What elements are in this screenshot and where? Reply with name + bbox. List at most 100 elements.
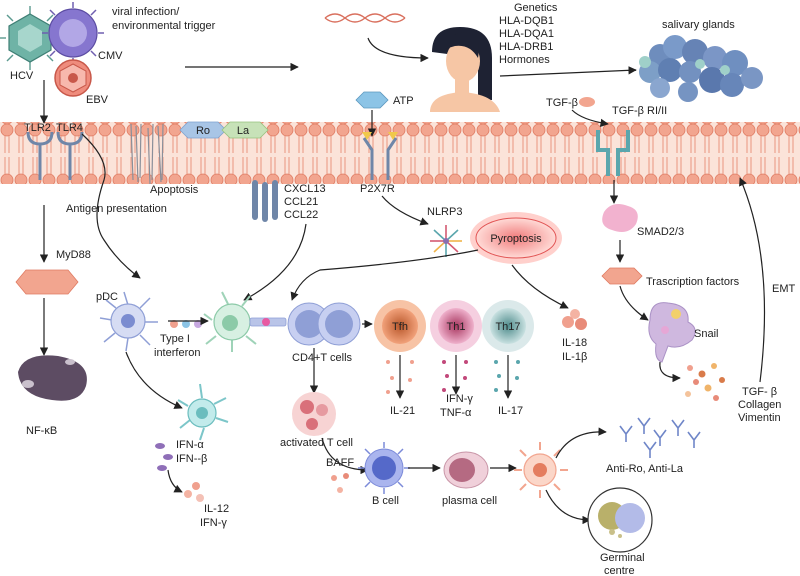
hcv-label: HCV bbox=[10, 70, 34, 82]
tgfb-receptor-icon bbox=[596, 130, 630, 176]
hcv-virus-icon bbox=[0, 6, 61, 70]
ccl22-label: CCL22 bbox=[284, 209, 318, 221]
antigen-presentation-label: Antigen presentation bbox=[66, 203, 167, 215]
tlr4-label: TLR4 bbox=[56, 122, 83, 134]
plasma-cell-label: plasma cell bbox=[442, 495, 497, 507]
to-antibodies-arrow bbox=[555, 427, 607, 459]
cmv-label: CMV bbox=[98, 50, 123, 62]
hla-dqa1-label: HLA-DQA1 bbox=[499, 28, 554, 40]
genetics-label: Genetics bbox=[514, 2, 558, 14]
transcription-factor-icon bbox=[601, 267, 643, 285]
ro-label: Ro bbox=[196, 125, 210, 137]
pyroptosis-to-il18-arrow bbox=[511, 264, 569, 309]
snail-protein-icon bbox=[648, 302, 696, 363]
il17-label: IL-17 bbox=[498, 405, 523, 417]
tfh-label: Tfh bbox=[392, 321, 408, 333]
atp-binding-icon bbox=[362, 132, 372, 140]
hormones-label: Hormones bbox=[499, 54, 550, 66]
b-cell-label: B cell bbox=[372, 495, 399, 507]
la-label: La bbox=[237, 125, 250, 137]
activated-pdc-icon bbox=[177, 383, 229, 441]
germinal-label-2: centre bbox=[604, 565, 635, 576]
germinal-centre-icon bbox=[587, 487, 653, 553]
tnfa-label: TNF-α bbox=[440, 407, 472, 419]
tgfb-out-label: TGF- β bbox=[742, 386, 777, 398]
th1-dots-icon bbox=[442, 360, 468, 392]
cd4-t-cells-icon bbox=[287, 302, 361, 346]
nlrp3-inflammasome-icon bbox=[430, 225, 462, 257]
pyroptosis-label: Pyroptosis bbox=[490, 233, 542, 245]
p2x7r-label: P2X7R bbox=[360, 183, 395, 195]
tgfb-label: TGF-β bbox=[546, 97, 578, 109]
ifn-to-il12-arrow bbox=[167, 469, 183, 493]
antibody-secreting-cell-icon bbox=[514, 442, 568, 498]
mhc-tcr-synapse-icon bbox=[249, 317, 287, 327]
salivary-gland-icon bbox=[639, 35, 763, 102]
il18-dots-icon bbox=[562, 309, 587, 330]
emt-arrow bbox=[739, 177, 766, 383]
plasma-cell-icon bbox=[443, 451, 489, 489]
pyroptosis-cell: Pyroptosis bbox=[470, 212, 562, 264]
cxcl13-label: CXCL13 bbox=[284, 183, 326, 195]
ebv-label: EBV bbox=[86, 94, 109, 106]
emt-label: EMT bbox=[772, 283, 796, 295]
th17-cell: Th17 bbox=[482, 300, 534, 352]
tgfb-arrow bbox=[571, 109, 609, 128]
ro-antigen: Ro bbox=[179, 121, 227, 139]
antibodies-icon bbox=[619, 417, 701, 458]
dendritic-cell-icon bbox=[203, 291, 257, 352]
smad-label: SMAD2/3 bbox=[637, 226, 684, 238]
hla-dqb1-label: HLA-DQB1 bbox=[499, 15, 554, 27]
snail-label: Snail bbox=[694, 328, 718, 340]
il18-label: IL-18 bbox=[562, 337, 587, 349]
viral-infection-label: viral infection/ bbox=[112, 6, 180, 18]
p2x7r-receptor-icon bbox=[362, 137, 398, 180]
il21-label: IL-21 bbox=[390, 405, 415, 417]
ifna-label: IFN-α bbox=[176, 439, 204, 451]
ifng-label: IFN-γ bbox=[446, 393, 473, 405]
person-icon bbox=[430, 27, 500, 112]
ifng2-label: IFN-γ bbox=[200, 517, 227, 529]
baff-label: BAFF bbox=[326, 457, 354, 469]
la-antigen: La bbox=[221, 121, 269, 139]
type1-ifn-dots-icon bbox=[170, 320, 202, 328]
pdc-to-ifn-arrow bbox=[125, 351, 183, 409]
person-to-gland-arrow bbox=[499, 66, 637, 77]
apoptosis-icon bbox=[130, 123, 164, 185]
collagen-label: Collagen bbox=[738, 399, 781, 411]
tlr-to-pdc-arrow bbox=[81, 133, 141, 279]
chemokine-arrow bbox=[243, 223, 307, 301]
emt-products-dots-icon bbox=[685, 363, 725, 401]
ccl21-label: CCL21 bbox=[284, 196, 318, 208]
th17-label: Th17 bbox=[495, 321, 520, 333]
th1-cell: Th1 bbox=[430, 300, 482, 352]
transcription-factors-label: Trascription factors bbox=[646, 276, 740, 288]
il1b-label: IL-1β bbox=[562, 351, 587, 363]
ifn-dots-icon bbox=[155, 443, 173, 471]
nfkb-cell-icon bbox=[18, 355, 87, 401]
dna-icon bbox=[324, 13, 406, 23]
tlr2-label: TLR2 bbox=[24, 122, 51, 134]
apoptosis-label: Apoptosis bbox=[150, 184, 199, 196]
to-germinal-arrow bbox=[545, 489, 591, 525]
germinal-label-1: Germinal bbox=[600, 552, 645, 564]
type1-ifn-label-1: Type I bbox=[160, 333, 190, 345]
pdc-label: pDC bbox=[96, 291, 118, 303]
tf-to-snail-arrow bbox=[619, 285, 649, 321]
environmental-trigger-label: environmental trigger bbox=[112, 20, 216, 32]
pdc-cell-icon bbox=[99, 291, 158, 352]
ebv-virus-icon bbox=[54, 59, 92, 97]
atp-icon bbox=[355, 91, 389, 109]
dna-arrow bbox=[367, 37, 429, 63]
b-cell-icon bbox=[358, 442, 410, 494]
type1-ifn-label-2: interferon bbox=[154, 347, 200, 359]
snail-arrow bbox=[659, 361, 681, 383]
nlrp3-label: NLRP3 bbox=[427, 206, 462, 218]
cd4-t-cells-label: CD4+T cells bbox=[292, 352, 353, 364]
il12-dots-icon bbox=[184, 482, 204, 502]
il12-label: IL-12 bbox=[204, 503, 229, 515]
tfh-cell: Tfh bbox=[374, 300, 426, 352]
activated-t-cell-icon bbox=[292, 392, 336, 436]
cell-membrane bbox=[0, 122, 800, 184]
atp-label: ATP bbox=[393, 95, 414, 107]
